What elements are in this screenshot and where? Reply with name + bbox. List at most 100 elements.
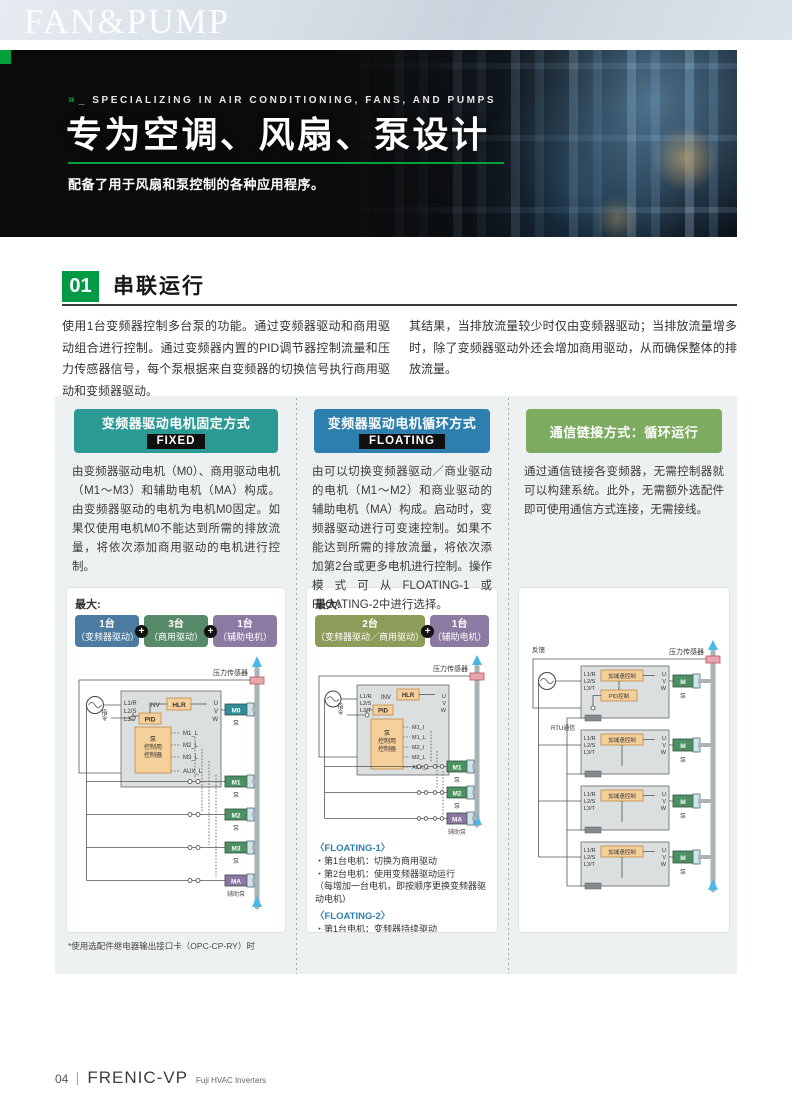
pressure-sensor-label: 压力传感器 bbox=[213, 668, 248, 677]
plus-icon: + bbox=[135, 624, 148, 638]
accel-label: 加减速控制 bbox=[608, 848, 636, 856]
terminal-label: L2/S bbox=[584, 743, 596, 749]
motor-unit: MA 辅助泵 bbox=[324, 811, 477, 836]
pressure-sensor bbox=[249, 676, 265, 685]
svg-text:辅助泵: 辅助泵 bbox=[227, 890, 245, 898]
accel-label: 加减速控制 bbox=[608, 736, 636, 744]
pressure-sensor-label: 压力传感器 bbox=[433, 664, 468, 673]
panel-commlink-header: 通信链接方式：循环运行 bbox=[526, 409, 722, 453]
accel-label: 加减速控制 bbox=[608, 672, 636, 680]
capacity-count: 2台 bbox=[362, 619, 378, 630]
svg-text:泵: 泵 bbox=[454, 777, 460, 784]
controller-line: 控制器 bbox=[378, 745, 396, 753]
hero-eyebrow-text: _ SPECIALIZING IN AIR CONDITIONING, FANS… bbox=[78, 95, 497, 106]
svg-text:泵: 泵 bbox=[680, 813, 686, 820]
terminal-label: L3/T bbox=[584, 750, 596, 756]
pid-label: PID控制 bbox=[609, 692, 630, 700]
motor-unit: MA 辅助泵 bbox=[86, 873, 257, 898]
control-output-label: M1_L bbox=[183, 731, 199, 737]
inv-label: INV bbox=[381, 695, 391, 701]
motor-unit: M2 泵 bbox=[324, 785, 477, 810]
terminal-label: W bbox=[661, 806, 667, 812]
svg-text:泵: 泵 bbox=[233, 858, 239, 865]
panel-fixed-body: 由变频器驱动电机（M0）、商用驱动电机（M1～M3）和辅助电机（MA）构成。由变… bbox=[72, 466, 280, 573]
terminal-label: U bbox=[662, 736, 666, 742]
terminal-label: W bbox=[661, 750, 667, 756]
motor-unit: M1 泵 bbox=[324, 759, 477, 784]
hero-title: 专为空调、风扇、泵设计 bbox=[66, 114, 490, 155]
svg-text:泵: 泵 bbox=[233, 825, 239, 832]
svg-text:M: M bbox=[680, 743, 685, 750]
terminal-label: U bbox=[662, 848, 666, 854]
panel-commlink: 通信链接方式：循环运行 通过通信链接各变频器，无需控制器就可以构建系统。此外，无… bbox=[514, 396, 734, 974]
terminal-label: V bbox=[442, 701, 446, 707]
controller-line: 控制用 bbox=[144, 743, 162, 751]
inverter-unit: L1/R L2/S L3/T 加减速控制 U V W M bbox=[580, 841, 713, 890]
capacity-box-inv-comm: 2台 （变频器驱动／商用驱动） bbox=[315, 615, 426, 647]
section-header: 01 串联运行 bbox=[62, 271, 737, 306]
panel-commlink-title: 通信链接方式：循环运行 bbox=[549, 424, 699, 440]
terminal-label: L1/R bbox=[584, 672, 596, 678]
capacity-label: （辅助电机） bbox=[217, 632, 272, 642]
controller-line: 泵 bbox=[150, 736, 156, 743]
capacity-box-commercial: 3台 （商用驱动） bbox=[144, 615, 208, 647]
capacity-label: （变频器驱动） bbox=[76, 632, 140, 642]
panel-fixed-header: 变频器驱动电机固定方式 FIXED bbox=[74, 409, 278, 453]
motor-unit: M0 泵 bbox=[224, 702, 257, 727]
svg-text:泵: 泵 bbox=[680, 869, 686, 876]
capacity-box-aux: 1台 （辅助电机） bbox=[213, 615, 277, 647]
flow-arrow-top bbox=[472, 655, 482, 665]
masthead-title: FAN&PUMP bbox=[24, 2, 230, 41]
svg-text:M2: M2 bbox=[231, 813, 240, 820]
terminal-label: L1/R bbox=[124, 701, 137, 707]
controller-line: 泵 bbox=[384, 730, 390, 737]
note-title: 〈FLOATING-1〉 bbox=[315, 843, 391, 854]
pressure-sensor-label: 压力传感器 bbox=[669, 647, 704, 656]
pump-controller-block bbox=[134, 726, 172, 774]
panel-fixed-badge: FIXED bbox=[146, 434, 206, 449]
option-card-footnote: *使用选配件继电器输出接口卡（OPC-CP-RY）时 bbox=[68, 941, 255, 951]
terminal-label: V bbox=[214, 709, 218, 715]
svg-text:M: M bbox=[680, 679, 685, 686]
inv-label: INV bbox=[149, 702, 161, 709]
flow-arrow-bottom bbox=[708, 879, 718, 890]
pump-controller-block bbox=[370, 718, 404, 770]
terminal-label: W bbox=[661, 862, 667, 868]
capacity-row: 1台 （变频器驱动） + 3台 （商用驱动） + 1台 （辅助电机） bbox=[75, 615, 277, 647]
svg-text:M1: M1 bbox=[231, 780, 240, 787]
capacity-count: 1台 bbox=[451, 619, 468, 630]
accel-label: 加减速控制 bbox=[608, 792, 636, 800]
intro-paragraph-left: 使用1台变频器控制多台泵的功能。通过变频器驱动和商用驱动组合进行控制。通过变频器… bbox=[62, 319, 390, 398]
capacity-label: （变频器驱动／商用驱动） bbox=[316, 632, 425, 642]
terminal-label: U bbox=[442, 694, 446, 700]
control-output-label: M1_L bbox=[412, 735, 426, 741]
inverter-unit: L1/R L2/S L3/T 加减速控制 PID控制 U V W bbox=[580, 665, 713, 722]
svg-text:M0: M0 bbox=[231, 708, 240, 715]
floating-2-note: 〈FLOATING-2〉 ・第1台电机：变频器持续驱动 ・第2台电机：商用驱动 bbox=[315, 910, 489, 932]
svg-text:M1: M1 bbox=[452, 765, 461, 772]
terminal-label: L1/R bbox=[360, 694, 372, 700]
capacity-count: 3台 bbox=[168, 619, 184, 630]
panel-floating: 变频器驱动电机循环方式 FLOATING 由可以切换变频器驱动／商业驱动的电机（… bbox=[302, 396, 502, 974]
svg-text:M3: M3 bbox=[231, 846, 240, 853]
inverter-unit: L1/R L2/S L3/T 加减速控制 U V W M bbox=[580, 785, 713, 834]
section-intro: 使用1台变频器控制多台泵的功能。通过变频器驱动和商用驱动组合进行控制。通过变频器… bbox=[62, 316, 737, 402]
terminal-label: L3/T bbox=[584, 862, 596, 868]
control-output-label: M1_I bbox=[412, 725, 425, 731]
pid-label: PID bbox=[378, 709, 389, 715]
fixed-schematic: 压力传感器 L1/R L2/S L3/T INV HLR U bbox=[78, 656, 265, 910]
svg-text:泵: 泵 bbox=[233, 792, 239, 799]
motor-unit: M2 泵 bbox=[86, 807, 257, 832]
note-line: ・第2台电机：使用变频器驱动运行 bbox=[315, 868, 456, 879]
terminal-label: L2/S bbox=[360, 701, 372, 707]
svg-text:M: M bbox=[680, 855, 685, 862]
controller-line: 控制器 bbox=[144, 751, 162, 759]
panel-floating-badge: FLOATING bbox=[359, 434, 445, 449]
dotted-divider bbox=[290, 396, 302, 974]
terminal-label: U bbox=[214, 701, 218, 707]
plus-icon: + bbox=[204, 624, 217, 638]
hero-accent-square bbox=[0, 50, 11, 64]
svg-text:M2: M2 bbox=[452, 791, 461, 798]
max-label: 最大: bbox=[75, 599, 101, 611]
feedback-label: 反馈 bbox=[532, 645, 546, 654]
